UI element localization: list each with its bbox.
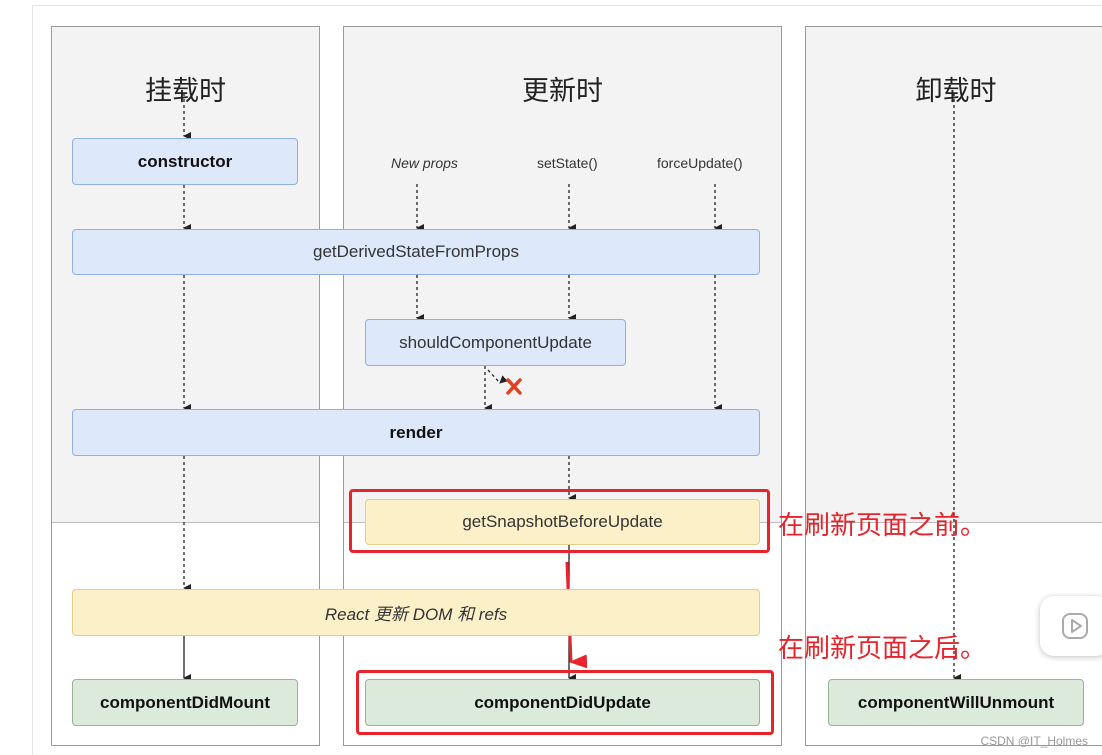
snapshot-box: getSnapshotBeforeUpdate <box>365 499 760 545</box>
snapshot-highlight <box>349 489 770 553</box>
react-update-dom-box: React 更新 DOM 和 refs <box>72 589 760 636</box>
arrow-scu-false <box>487 369 508 384</box>
trigger-set-state: setState() <box>537 155 598 171</box>
component-did-update-box: componentDidUpdate <box>365 679 760 726</box>
watermark: CSDN @IT_Holmes <box>980 734 1088 748</box>
component-will-unmount-box: componentWillUnmount <box>828 679 1084 726</box>
should-component-update-box: shouldComponentUpdate <box>365 319 626 366</box>
component-did-mount-box: componentDidMount <box>72 679 298 726</box>
trigger-force-update: forceUpdate() <box>657 155 743 171</box>
update-column-title: 更新时 <box>522 76 603 107</box>
after-refresh-note: 在刷新页面之后。 <box>778 634 987 664</box>
get-derived-state-box: getDerivedStateFromProps <box>72 229 760 275</box>
did-update-highlight <box>356 670 774 735</box>
mount-column-title: 挂载时 <box>145 76 226 107</box>
constructor-box: constructor <box>72 138 298 185</box>
page-frame <box>32 5 1102 755</box>
trigger-new-props: New props <box>391 155 458 171</box>
render-box: render <box>72 409 760 456</box>
video-play-button[interactable] <box>1040 596 1102 656</box>
before-refresh-note: 在刷新页面之前。 <box>778 511 987 541</box>
x-icon <box>506 378 522 395</box>
play-icon <box>1062 613 1088 639</box>
unmount-column-title: 卸载时 <box>915 76 997 107</box>
